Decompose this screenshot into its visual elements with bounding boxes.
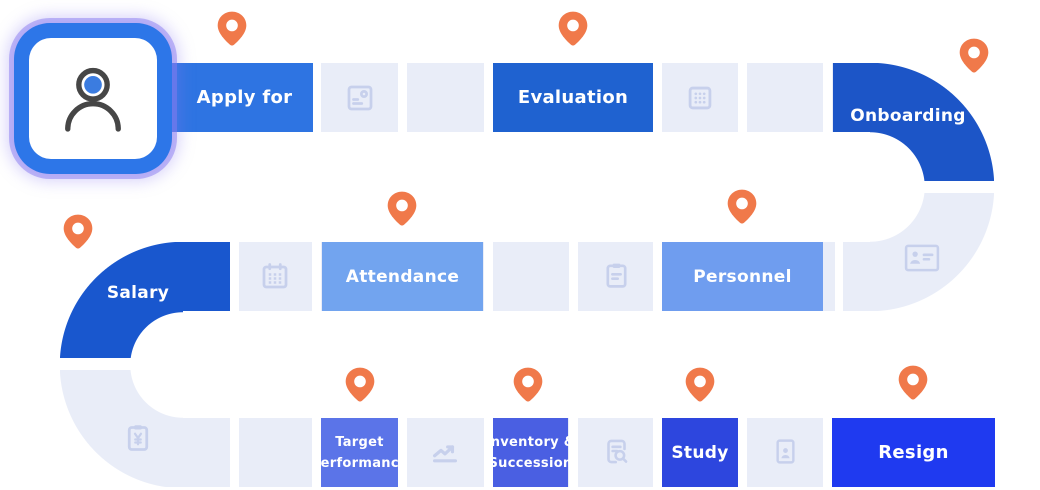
lane-divider (653, 0, 662, 490)
employee-avatar-card (14, 23, 172, 174)
location-pin-icon (215, 9, 249, 49)
stage-evaluation: Evaluation (493, 63, 653, 132)
location-pin-icon (511, 365, 545, 405)
lane-divider (312, 0, 321, 490)
photo-icon (345, 83, 375, 113)
road-crossing-bar (720, 181, 893, 193)
stage-label-line2: performance (311, 455, 408, 471)
road-crossing-bar (913, 181, 1007, 193)
id-card-icon (904, 244, 940, 272)
lane-divider (569, 168, 578, 490)
location-pin-icon (683, 365, 717, 405)
stage-label-line1: Inventory & (485, 434, 576, 450)
road-uturn-right (870, 187, 994, 311)
location-pin-icon (896, 363, 930, 403)
trend-chart-icon (429, 436, 461, 468)
stage-salary-label: Salary (106, 283, 170, 303)
lane-divider (835, 195, 843, 368)
stage-label: Personnel (693, 266, 792, 287)
yen-clipboard-icon (123, 423, 153, 453)
calendar-icon (260, 261, 290, 291)
lane-divider (823, 370, 832, 490)
stage-study: Study (662, 418, 738, 487)
lane-divider (484, 0, 493, 490)
road-crossing-bar (43, 358, 140, 370)
stage-label: Evaluation (517, 87, 629, 108)
dots-grid-icon (686, 84, 714, 112)
stage-inventory-succession: Inventory & Succession (486, 418, 575, 487)
stage-personnel: Personnel (662, 242, 823, 311)
person-icon (65, 67, 121, 132)
stage-attendance: Attendance (322, 242, 483, 311)
location-pin-icon (61, 212, 95, 252)
location-pin-icon (957, 36, 991, 76)
location-pin-icon (343, 365, 377, 405)
stage-label: Study (671, 442, 729, 463)
location-pin-icon (556, 9, 590, 49)
stage-onboarding-curve (870, 63, 994, 187)
location-pin-icon (385, 189, 419, 229)
road-uturn-left (60, 365, 183, 487)
stage-salary-curve (60, 242, 183, 365)
stage-label: Resign (878, 442, 949, 463)
stage-target-performance: Target performance (311, 418, 408, 487)
lane-divider (230, 0, 239, 490)
stage-apply-for: Apply for (150, 63, 313, 132)
stage-salary-start (183, 242, 230, 311)
stage-onboarding-start (833, 63, 871, 132)
stage-label: Attendance (345, 266, 460, 287)
location-pin-icon (725, 187, 759, 227)
avatar-inner (29, 38, 157, 159)
stage-label-line2: Succession (488, 455, 573, 471)
stage-onboarding-label: Onboarding (850, 106, 966, 126)
document-search-icon (601, 436, 632, 467)
portrait-icon (771, 437, 800, 466)
stage-label-line1: Target (335, 434, 384, 450)
lane-divider (823, 0, 832, 180)
stage-label: Apply for (196, 87, 293, 108)
clipboard-icon (602, 261, 631, 290)
stage-resign: Resign (832, 418, 995, 487)
